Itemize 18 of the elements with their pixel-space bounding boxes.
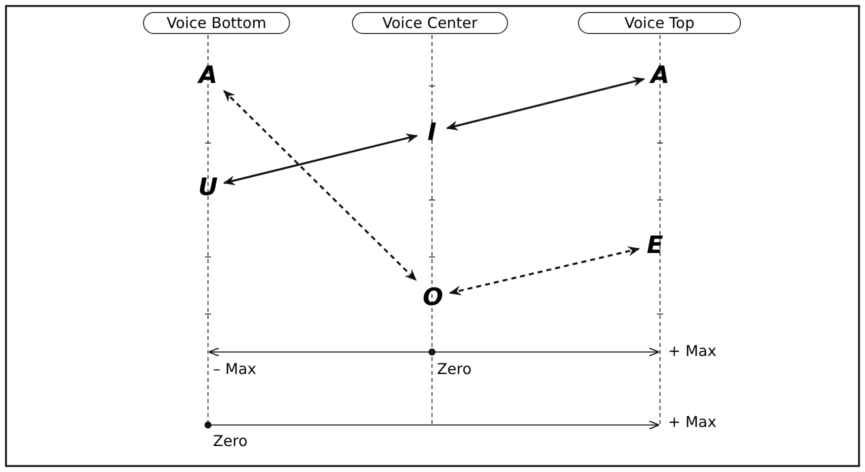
scale-label: + Max [668,413,716,431]
column-header: Voice Top [578,12,741,34]
double-arrow [223,133,418,186]
vowel-label: A [195,60,221,90]
scale-label: Zero [213,432,248,450]
scale-label: Zero [437,360,472,378]
vowel-label: I [420,117,444,147]
vowel-label: O [419,282,447,312]
double-arrow [449,246,640,296]
column-header: Voice Center [352,12,508,34]
vowel-label: A [647,60,673,90]
double-arrow [446,76,645,130]
double-arrow [223,90,417,281]
column-header: Voice Bottom [143,12,290,34]
vowel-label: U [195,172,221,202]
scale-label: + Max [668,342,716,360]
scale-label: – Max [213,360,256,378]
vowel-label: E [642,230,668,260]
